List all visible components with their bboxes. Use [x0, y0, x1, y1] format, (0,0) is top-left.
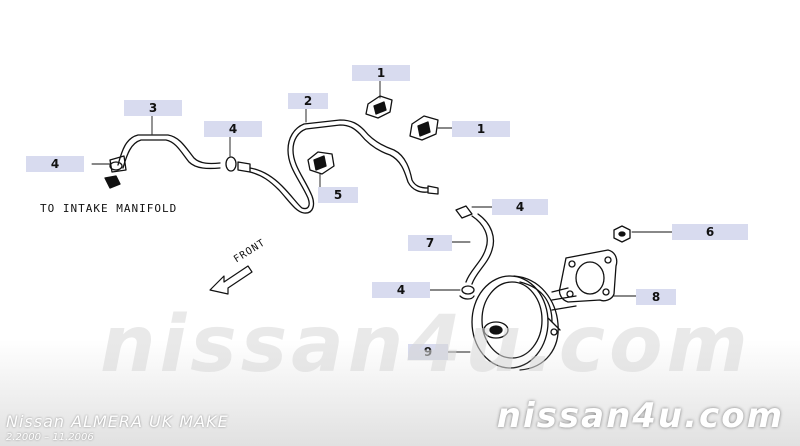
callout-6: 6: [672, 224, 748, 240]
gasket-part-8-bolt-1: [568, 260, 576, 268]
footer-band: [0, 340, 800, 446]
production-dates: 2.2000 – 11.2006: [6, 432, 94, 443]
callout-4-lower: 4: [372, 282, 430, 298]
callout-1-top: 1: [352, 65, 410, 81]
check-valve: [459, 295, 475, 300]
clamp-part-4-right: [455, 205, 473, 219]
clip-part-1-mid-detail: [417, 121, 431, 137]
hose-part-7-inner: [471, 213, 495, 285]
watermark-large: nissan4u.com: [100, 300, 752, 390]
callout-7: 7: [408, 235, 452, 251]
hose-part-7: [465, 215, 488, 283]
booster-part-9-hub: [483, 321, 509, 339]
clip-part-5: [307, 151, 335, 175]
callout-4-mid: 4: [204, 121, 262, 137]
model-title: Nissan ALMERA UK MAKE: [6, 412, 229, 431]
booster-part-9-rim: [519, 281, 553, 323]
nut-part-6-hole: [618, 231, 626, 237]
watermark-small: nissan4u.com: [496, 396, 784, 436]
clamp-part-4-left: [109, 161, 123, 171]
intake-manifold-note: TO INTAKE MANIFOLD: [40, 202, 178, 215]
gasket-part-8: [558, 249, 618, 303]
callout-4-left: 4: [26, 156, 84, 172]
front-arrow: [209, 265, 253, 295]
gasket-part-8-bolt-2: [604, 256, 612, 264]
booster-stud: [550, 328, 558, 336]
pipe-part-2: [249, 119, 429, 210]
clip-part-1-top-detail: [373, 101, 387, 115]
callout-1-mid: 1: [452, 121, 510, 137]
pipe-part-2-inner: [249, 124, 429, 214]
callout-5: 5: [318, 187, 358, 203]
hose-part-3-inner: [122, 139, 221, 170]
clamp-part-4-mid: [225, 156, 237, 172]
callout-3: 3: [124, 100, 182, 116]
hose-part-3: [117, 134, 221, 166]
manifold-connector: [104, 175, 121, 189]
gasket-part-8-hole: [575, 261, 605, 295]
clamp-part-4-lower: [461, 285, 475, 295]
gasket-part-8-bolt-4: [602, 288, 610, 296]
booster-part-9-hub-inner: [489, 325, 503, 335]
union-fitting: [237, 161, 251, 173]
callout-4-right: 4: [492, 199, 548, 215]
clip-part-1-mid: [409, 115, 439, 141]
booster-pushrod: [547, 287, 577, 331]
nut-part-6: [613, 225, 631, 243]
gasket-part-8-bolt-3: [566, 290, 574, 298]
callout-2: 2: [288, 93, 328, 109]
clip-part-5-detail: [313, 155, 327, 171]
pipe-end-fitting: [427, 185, 439, 195]
callout-8: 8: [636, 289, 676, 305]
